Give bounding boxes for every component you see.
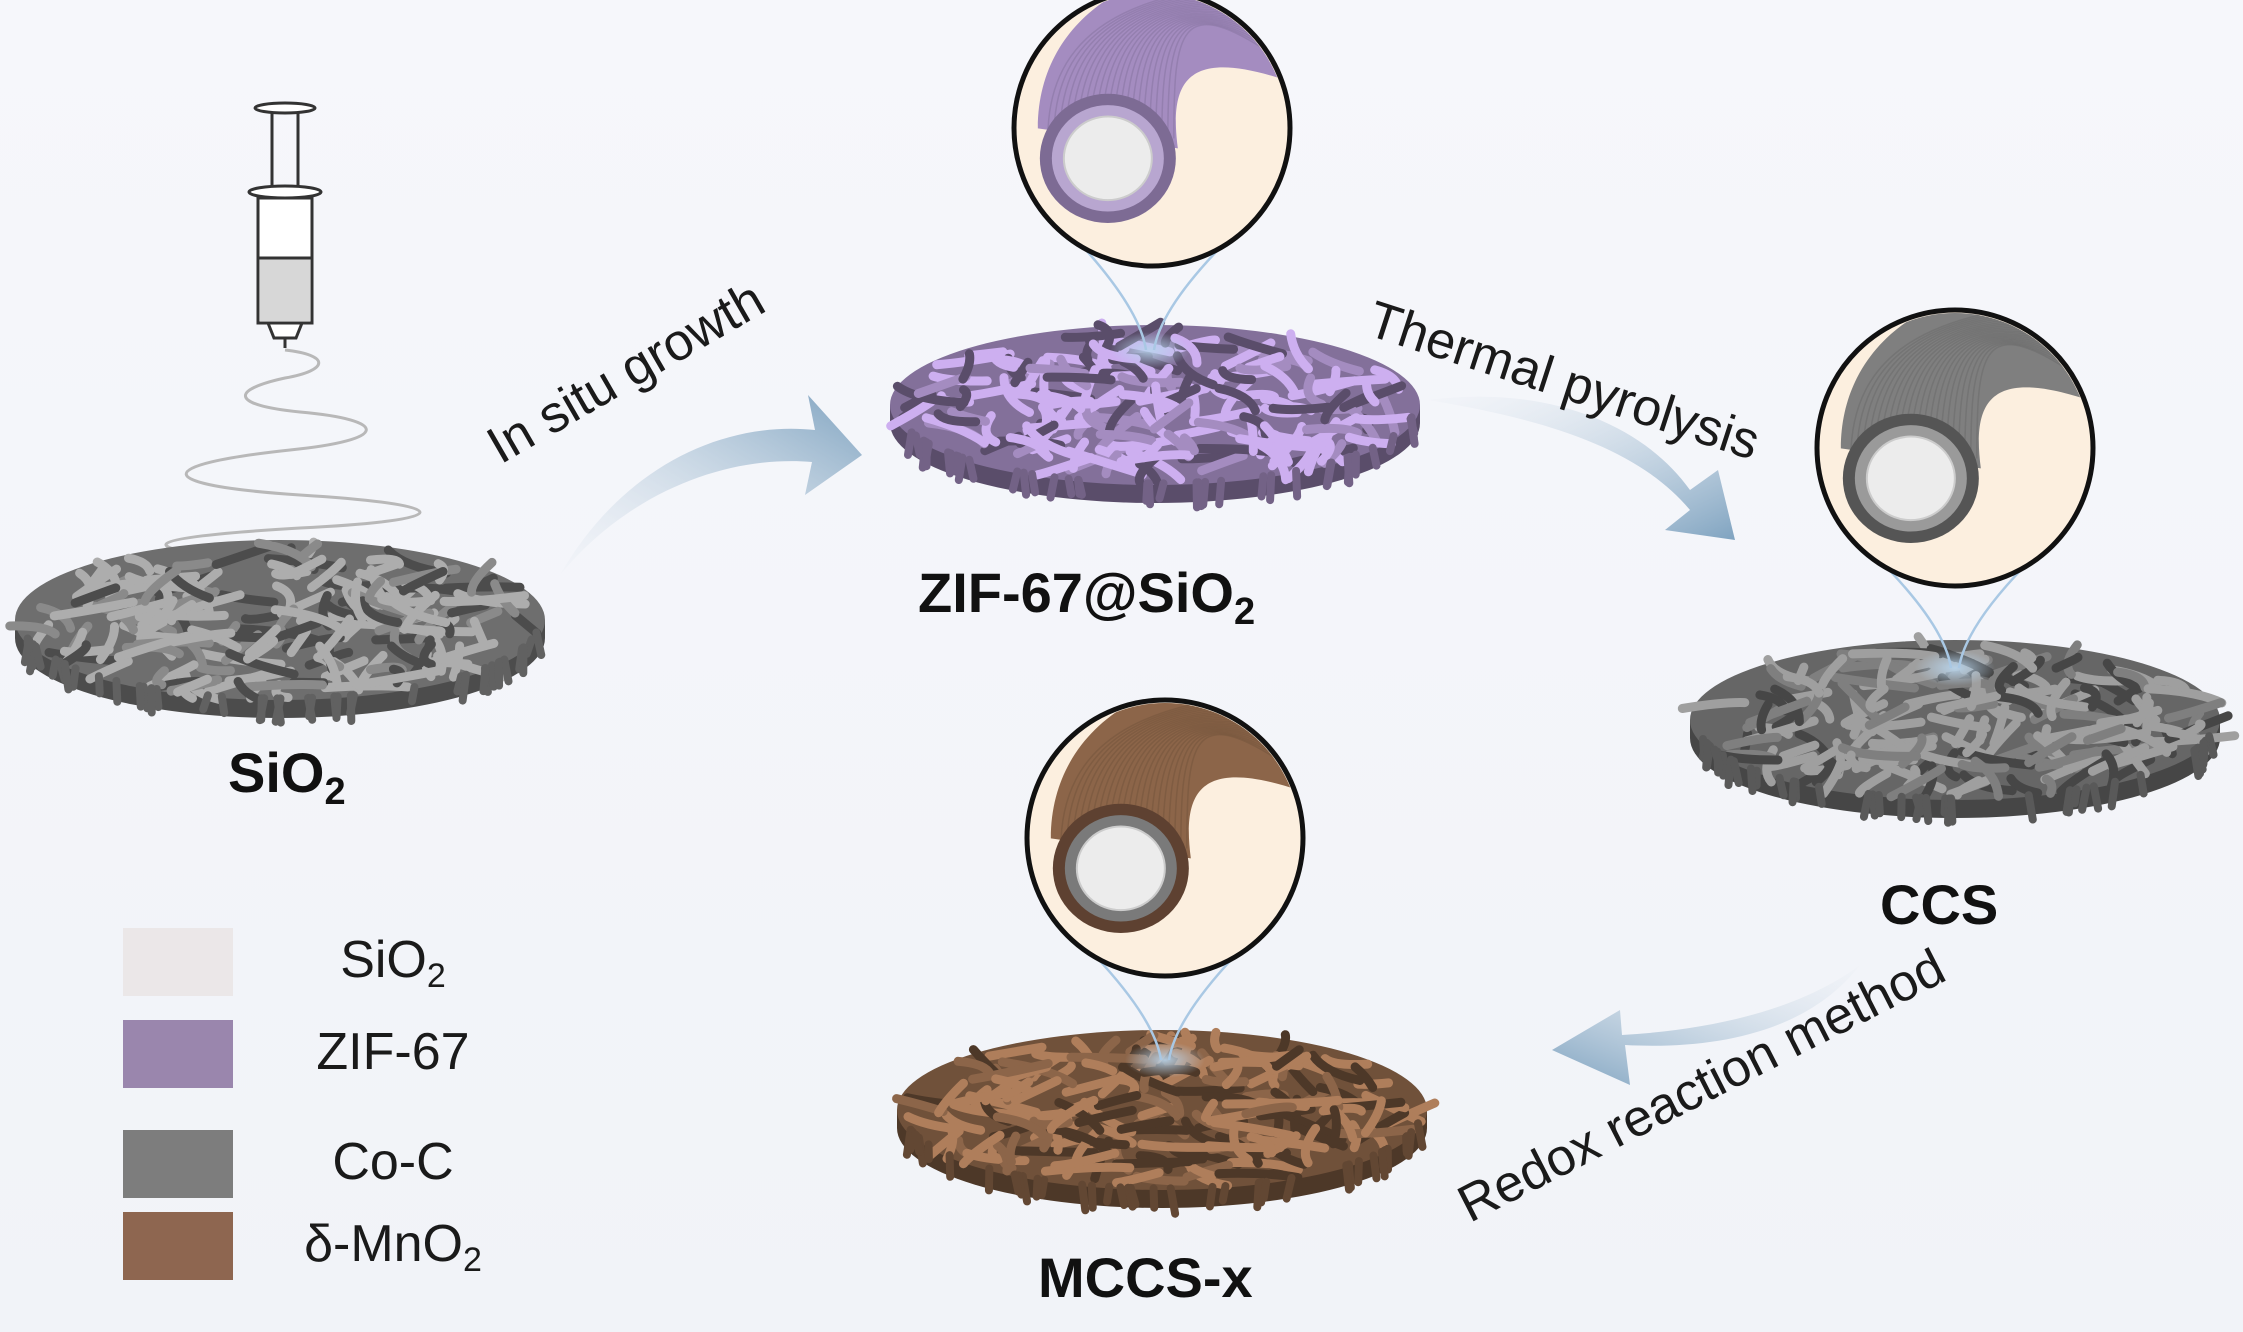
arrow-growth: [560, 395, 862, 575]
mccs-label: MCCS-x: [1038, 1246, 1253, 1309]
ccs-fiber-zoom-inset: [1814, 307, 2096, 686]
zif67-fiber-zoom-inset: [1011, 0, 1293, 368]
ccs-fiber-mat: [1677, 632, 2240, 827]
mccs-fiber-mat: [892, 1027, 1440, 1218]
arrow-pyrolysis: [1428, 396, 1735, 540]
legend-swatch: [123, 1130, 233, 1198]
legend-swatch: [123, 1020, 233, 1088]
sio2-fiber-mat: [5, 537, 546, 727]
zif67-label: ZIF-67@SiO2: [918, 561, 1256, 633]
sio2-label: SiO2: [228, 741, 346, 813]
legend-swatch: [123, 928, 233, 996]
mccs-fiber-zoom-inset: [1024, 697, 1306, 1078]
legend-swatch: [123, 1212, 233, 1280]
arrow-redox: [1552, 965, 1860, 1085]
fiber-stream: [164, 348, 422, 562]
syringe-icon: [247, 101, 323, 348]
ccs-label: CCS: [1880, 873, 1999, 936]
